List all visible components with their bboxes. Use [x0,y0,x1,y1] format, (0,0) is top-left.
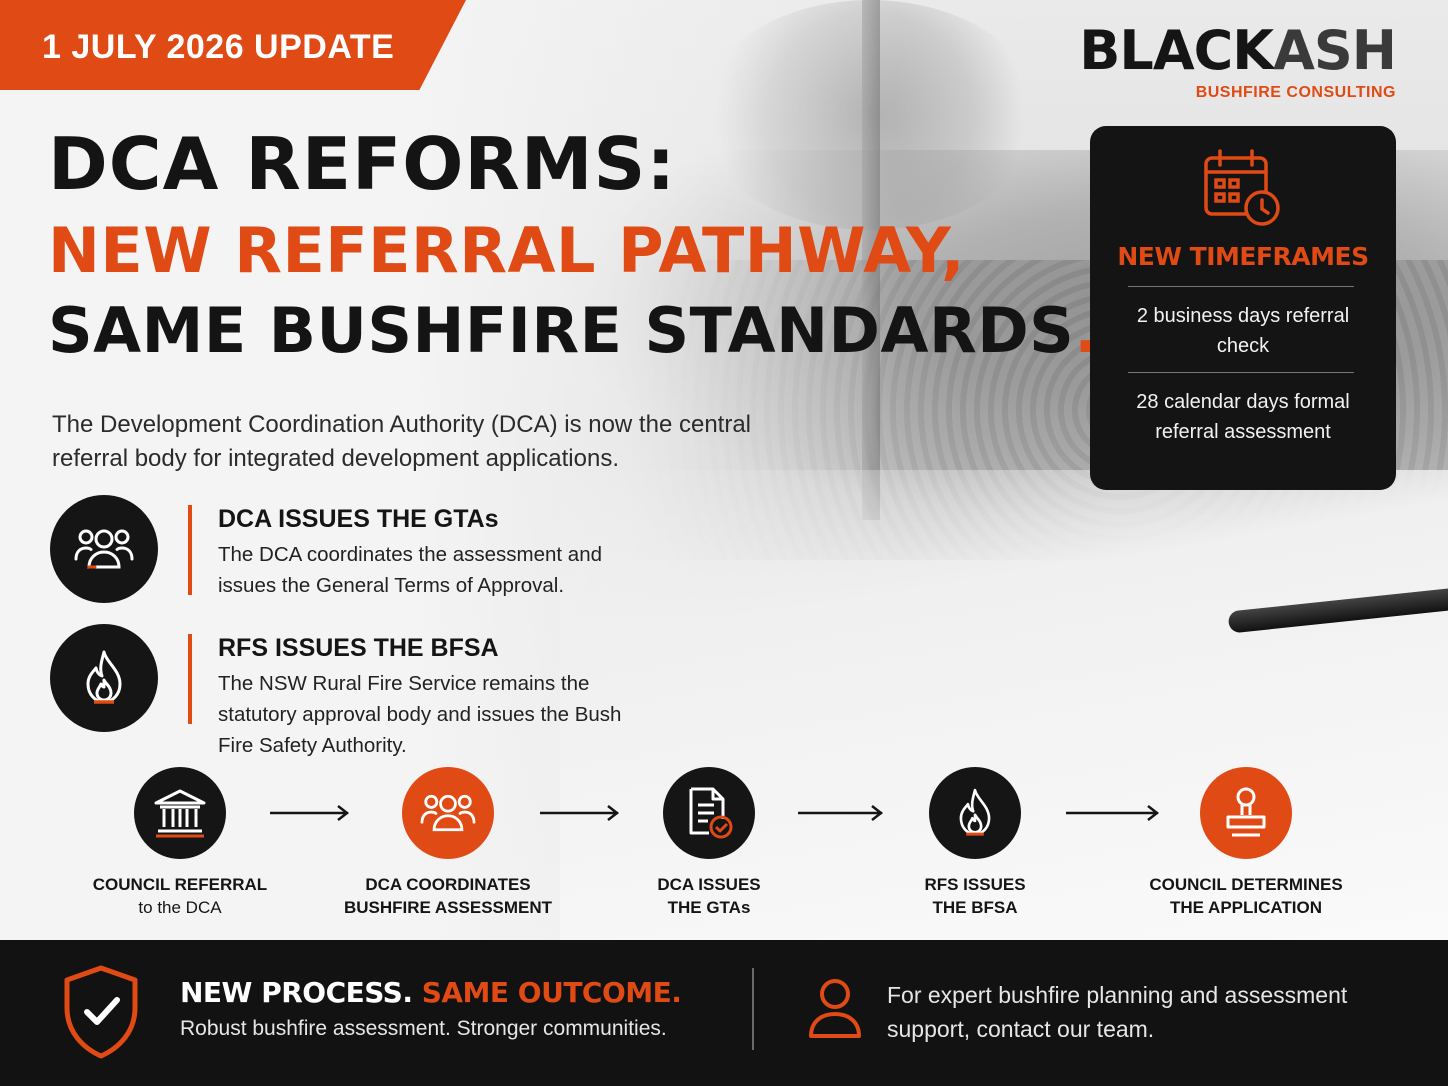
headline-line-3: SAME BUSHFIRE STANDARDS. [48,294,1099,367]
headline: DCA REFORMS: NEW REFERRAL PATHWAY, SAME … [48,128,1098,362]
document-check-icon [663,767,755,859]
divider [1128,286,1354,287]
shield-check-icon [64,965,138,1059]
feature-text: The DCA coordinates the assessment and i… [218,543,603,597]
flame-icon [50,624,158,732]
feature-text: The NSW Rural Fire Service remains the s… [218,672,622,757]
arrow-right-icon [1066,805,1160,821]
contact-text: For expert bushfire planning and assessm… [887,982,1348,1042]
footer: NEW PROCESS. SAME OUTCOME. Robust bushfi… [0,940,1448,1086]
logo-subtitle: BUSHFIRE CONSULTING [1195,84,1396,101]
blackash-logo: BLACKASH BUSHFIRE CONSULTING [1079,19,1397,102]
flame-icon [929,767,1021,859]
person-icon [809,979,861,1038]
date-banner: 1 JULY 2026 UPDATE [0,0,466,90]
divider [752,968,754,1050]
headline-line-2: NEW REFERRAL PATHWAY, [48,214,966,287]
arrow-right-icon [540,805,620,821]
accent-bar [188,505,192,595]
feature-heading: DCA ISSUES THE GTAs [218,505,499,533]
date-banner-label: 1 JULY 2026 UPDATE [42,28,395,66]
people-group-icon [402,767,494,859]
arrow-right-icon [798,805,884,821]
divider [1128,372,1354,373]
footer-subtext: Robust bushfire assessment. Stronger com… [180,1017,667,1040]
footer-heading: NEW PROCESS. SAME OUTCOME. [180,976,682,1009]
timeframe-item: 28 calendar days formal referral assessm… [1136,391,1350,443]
timeframes-title: NEW TIMEFRAMES [1117,242,1369,271]
logo-wordmark: BLACKASH [1079,19,1397,82]
calendar-clock-icon [1200,146,1284,235]
arrow-right-icon [270,805,350,821]
intro-paragraph: The Development Coordination Authority (… [52,411,751,472]
feature-heading: RFS ISSUES THE BFSA [218,634,499,662]
headline-line-1: DCA REFORMS: [48,122,677,206]
accent-bar [188,634,192,724]
approval-stamp-icon [1200,767,1292,859]
building-columns-icon [134,767,226,859]
timeframes-card: NEW TIMEFRAMES 2 business days referral … [1090,126,1396,490]
people-group-icon [50,495,158,603]
timeframe-item: 2 business days referral check [1136,305,1350,357]
